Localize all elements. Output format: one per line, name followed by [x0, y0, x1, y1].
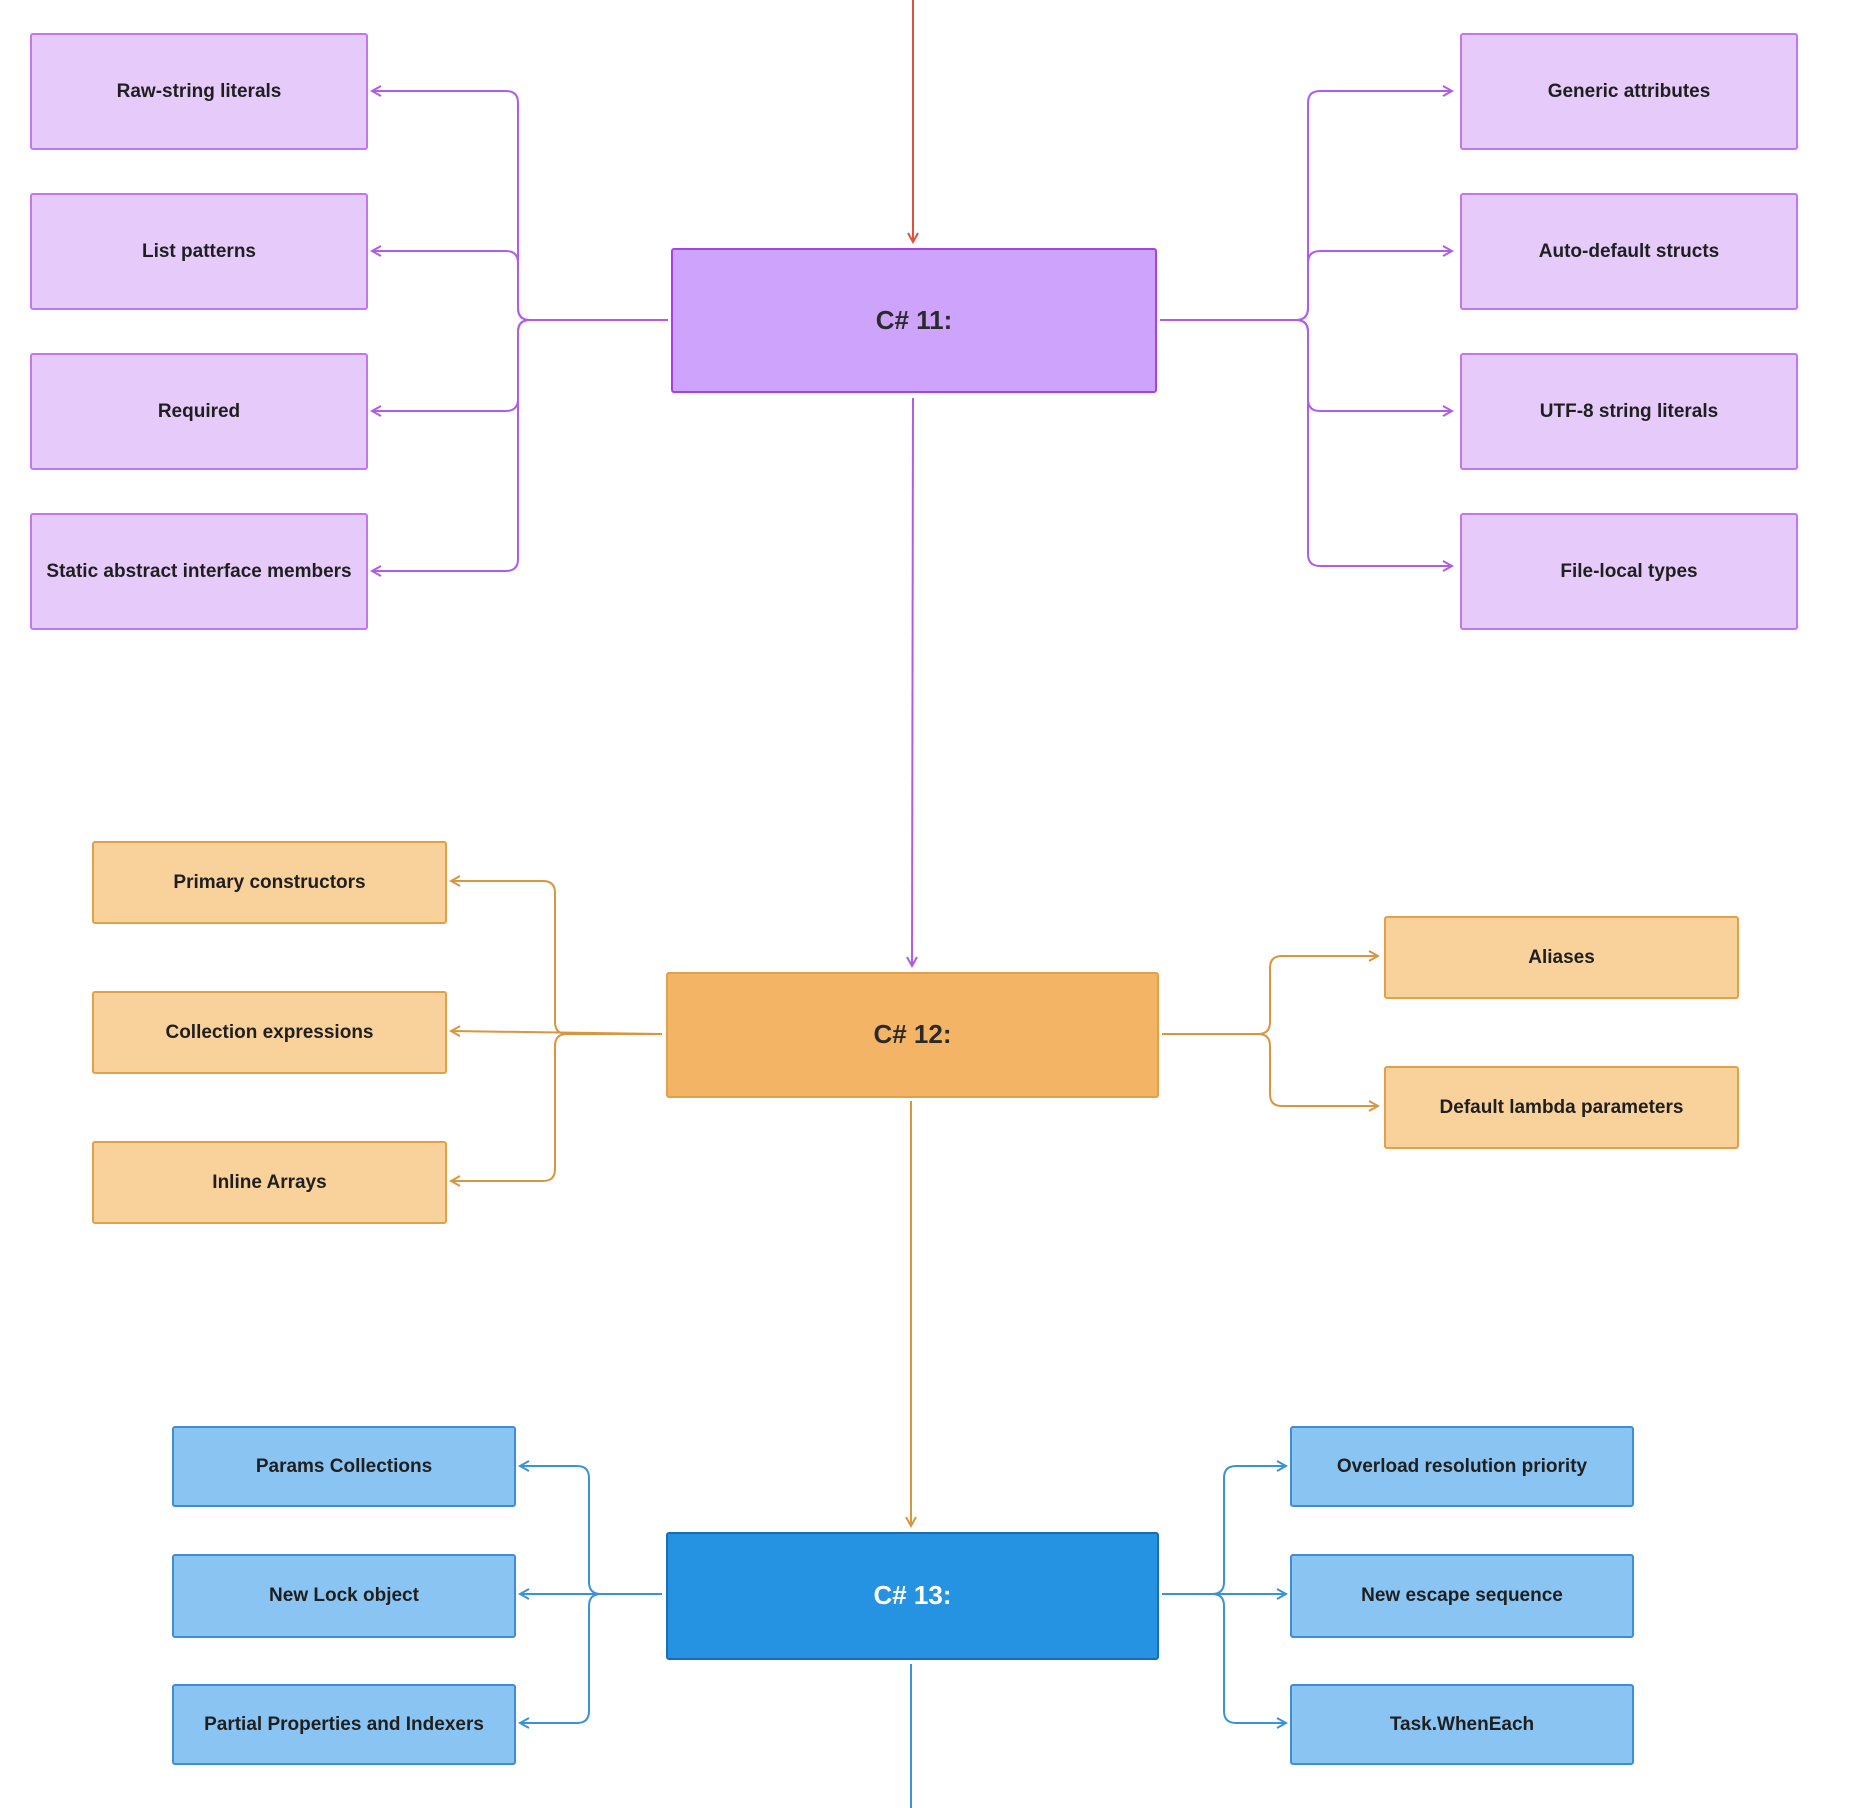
- csharp13-feature-task-wheneach[interactable]: Task.WhenEach: [1290, 1684, 1634, 1765]
- connector-csharp12-inline-arrays: [451, 1033, 662, 1181]
- connector-csharp11-utf8: [1160, 319, 1452, 411]
- connector-csharp11-auto-default: [1160, 251, 1452, 321]
- connector-csharp11-generic-attributes: [1160, 91, 1452, 321]
- csharp11-feature-required[interactable]: Required: [30, 353, 368, 470]
- connector-csharp11-raw-string: [372, 91, 668, 321]
- csharp11-feature-utf8-string-literals[interactable]: UTF-8 string literals: [1460, 353, 1798, 470]
- csharp13-feature-partial-properties-and-indexers[interactable]: Partial Properties and Indexers: [172, 1684, 516, 1765]
- csharp11-feature-raw-string-literals[interactable]: Raw-string literals: [30, 33, 368, 150]
- csharp12-feature-default-lambda-parameters[interactable]: Default lambda parameters: [1384, 1066, 1739, 1149]
- connector-csharp13-overload-resolution: [1162, 1466, 1286, 1595]
- connector-csharp11-required: [372, 319, 668, 411]
- connector-csharp13-partial-properties: [520, 1593, 662, 1723]
- csharp11-feature-auto-default-structs[interactable]: Auto-default structs: [1460, 193, 1798, 310]
- connector-csharp12-aliases: [1162, 956, 1378, 1035]
- csharp12-feature-aliases[interactable]: Aliases: [1384, 916, 1739, 999]
- connector-csharp12-default-lambda: [1162, 1033, 1378, 1106]
- connector-csharp11-file-local: [1160, 319, 1452, 566]
- csharp13-feature-params-collections[interactable]: Params Collections: [172, 1426, 516, 1507]
- csharp13-feature-new-escape-sequence[interactable]: New escape sequence: [1290, 1554, 1634, 1638]
- csharp13-node[interactable]: C# 13:: [666, 1532, 1159, 1660]
- csharp12-feature-collection-expressions[interactable]: Collection expressions: [92, 991, 447, 1074]
- csharp13-feature-overload-resolution-priority[interactable]: Overload resolution priority: [1290, 1426, 1634, 1507]
- csharp11-feature-file-local-types[interactable]: File-local types: [1460, 513, 1798, 630]
- connector-csharp11-list-patterns: [372, 251, 668, 321]
- csharp11-node[interactable]: C# 11:: [671, 248, 1157, 393]
- csharp12-feature-inline-arrays[interactable]: Inline Arrays: [92, 1141, 447, 1224]
- connector-csharp13-task-wheneach: [1162, 1593, 1286, 1723]
- csharp11-feature-list-patterns[interactable]: List patterns: [30, 193, 368, 310]
- connector-csharp12-primary-constructors: [451, 881, 662, 1035]
- csharp12-node[interactable]: C# 12:: [666, 972, 1159, 1098]
- csharp13-feature-new-lock-object[interactable]: New Lock object: [172, 1554, 516, 1638]
- arrow-csharp11-to-csharp12: [912, 397, 913, 966]
- csharp11-feature-generic-attributes[interactable]: Generic attributes: [1460, 33, 1798, 150]
- csharp11-feature-static-abstract-interface-members[interactable]: Static abstract interface members: [30, 513, 368, 630]
- connector-csharp11-static-abstract: [372, 319, 668, 571]
- connector-csharp13-params-collections: [520, 1466, 662, 1595]
- csharp12-feature-primary-constructors[interactable]: Primary constructors: [92, 841, 447, 924]
